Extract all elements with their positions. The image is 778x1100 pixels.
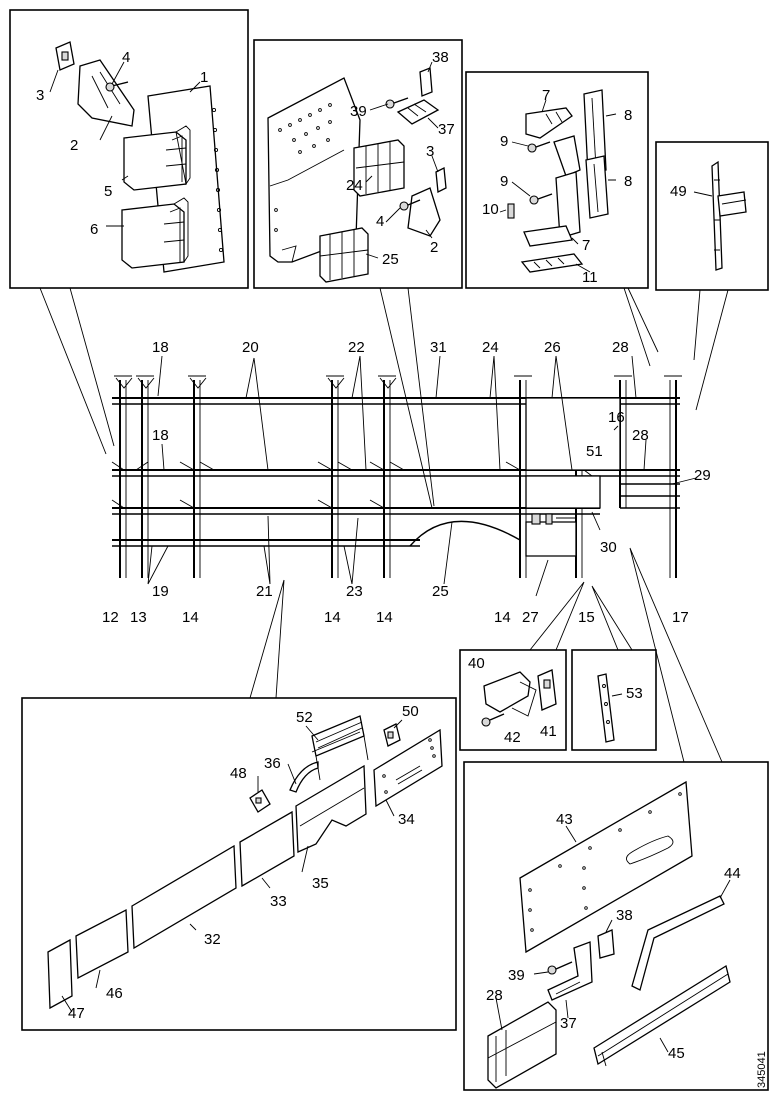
inset-bracket-40: 40 42 41 [459, 649, 567, 751]
inset-top-right: 7 8 9 9 8 10 7 11 [465, 71, 649, 289]
inset-bottom-left: 52 50 48 36 34 33 35 32 46 47 [21, 697, 457, 1031]
svg-text:2: 2 [70, 137, 78, 154]
svg-text:13: 13 [130, 609, 147, 626]
svg-text:37: 37 [560, 1015, 577, 1032]
svg-text:39: 39 [350, 103, 367, 120]
svg-text:49: 49 [670, 183, 687, 200]
inset-far-right: 49 [655, 141, 769, 291]
svg-text:40: 40 [468, 655, 485, 672]
svg-text:11: 11 [582, 269, 598, 286]
svg-text:44: 44 [724, 865, 741, 882]
inset-bottom-right: 43 44 38 39 37 28 45 345041 [463, 761, 769, 1091]
svg-text:46: 46 [106, 985, 123, 1002]
svg-text:15: 15 [578, 609, 595, 626]
svg-text:29: 29 [694, 467, 711, 484]
svg-text:7: 7 [582, 237, 590, 254]
svg-text:14: 14 [324, 609, 341, 626]
svg-text:3: 3 [426, 143, 434, 160]
svg-text:50: 50 [402, 703, 419, 720]
svg-text:4: 4 [376, 213, 384, 230]
svg-text:23: 23 [346, 583, 363, 600]
svg-text:42: 42 [504, 729, 521, 746]
svg-text:43: 43 [556, 811, 573, 828]
svg-text:14: 14 [494, 609, 511, 626]
svg-text:28: 28 [486, 987, 503, 1004]
svg-text:3: 3 [36, 87, 44, 104]
svg-text:35: 35 [312, 875, 329, 892]
svg-text:5: 5 [104, 183, 112, 200]
svg-text:24: 24 [482, 339, 499, 356]
svg-text:39: 39 [508, 967, 525, 984]
callout-lines [39, 287, 729, 763]
svg-text:14: 14 [376, 609, 393, 626]
svg-text:9: 9 [500, 173, 508, 190]
svg-text:9: 9 [500, 133, 508, 150]
svg-text:25: 25 [432, 583, 449, 600]
svg-text:6: 6 [90, 221, 98, 238]
inset-top-center: 38 39 37 24 3 4 2 25 [253, 39, 463, 289]
svg-text:10: 10 [482, 201, 499, 218]
svg-text:2: 2 [430, 239, 438, 256]
svg-text:24: 24 [346, 177, 363, 194]
svg-text:7: 7 [542, 87, 550, 104]
svg-text:52: 52 [296, 709, 313, 726]
main-frame-assembly: 18 20 22 31 24 26 28 18 16 28 51 29 12 1… [102, 339, 711, 626]
svg-text:51: 51 [586, 443, 603, 460]
svg-text:53: 53 [626, 685, 643, 702]
svg-text:34: 34 [398, 811, 415, 828]
svg-text:47: 47 [68, 1005, 85, 1022]
svg-text:37: 37 [438, 121, 455, 138]
svg-text:18: 18 [152, 339, 169, 356]
svg-text:22: 22 [348, 339, 365, 356]
svg-text:8: 8 [624, 173, 632, 190]
svg-text:30: 30 [600, 539, 617, 556]
svg-text:21: 21 [256, 583, 273, 600]
svg-text:25: 25 [382, 251, 399, 268]
svg-text:12: 12 [102, 609, 119, 626]
svg-text:38: 38 [432, 49, 449, 66]
svg-text:45: 45 [668, 1045, 685, 1062]
svg-text:27: 27 [522, 609, 539, 626]
svg-text:8: 8 [624, 107, 632, 124]
svg-text:31: 31 [430, 339, 447, 356]
drawing-number: 345041 [756, 1051, 768, 1088]
svg-text:16: 16 [608, 409, 625, 426]
svg-text:18: 18 [152, 427, 169, 444]
svg-text:1: 1 [200, 69, 208, 86]
svg-text:19: 19 [152, 583, 169, 600]
svg-text:4: 4 [122, 49, 130, 66]
svg-text:38: 38 [616, 907, 633, 924]
svg-text:20: 20 [242, 339, 259, 356]
inset-top-left: 1 2 3 4 5 6 [9, 9, 249, 289]
svg-text:28: 28 [632, 427, 649, 444]
svg-text:33: 33 [270, 893, 287, 910]
svg-text:28: 28 [612, 339, 629, 356]
inset-strip-53: 53 [571, 649, 657, 751]
svg-text:32: 32 [204, 931, 221, 948]
svg-text:36: 36 [264, 755, 281, 772]
svg-text:17: 17 [672, 609, 689, 626]
svg-text:48: 48 [230, 765, 247, 782]
svg-text:14: 14 [182, 609, 199, 626]
svg-text:41: 41 [540, 723, 557, 740]
svg-text:26: 26 [544, 339, 561, 356]
